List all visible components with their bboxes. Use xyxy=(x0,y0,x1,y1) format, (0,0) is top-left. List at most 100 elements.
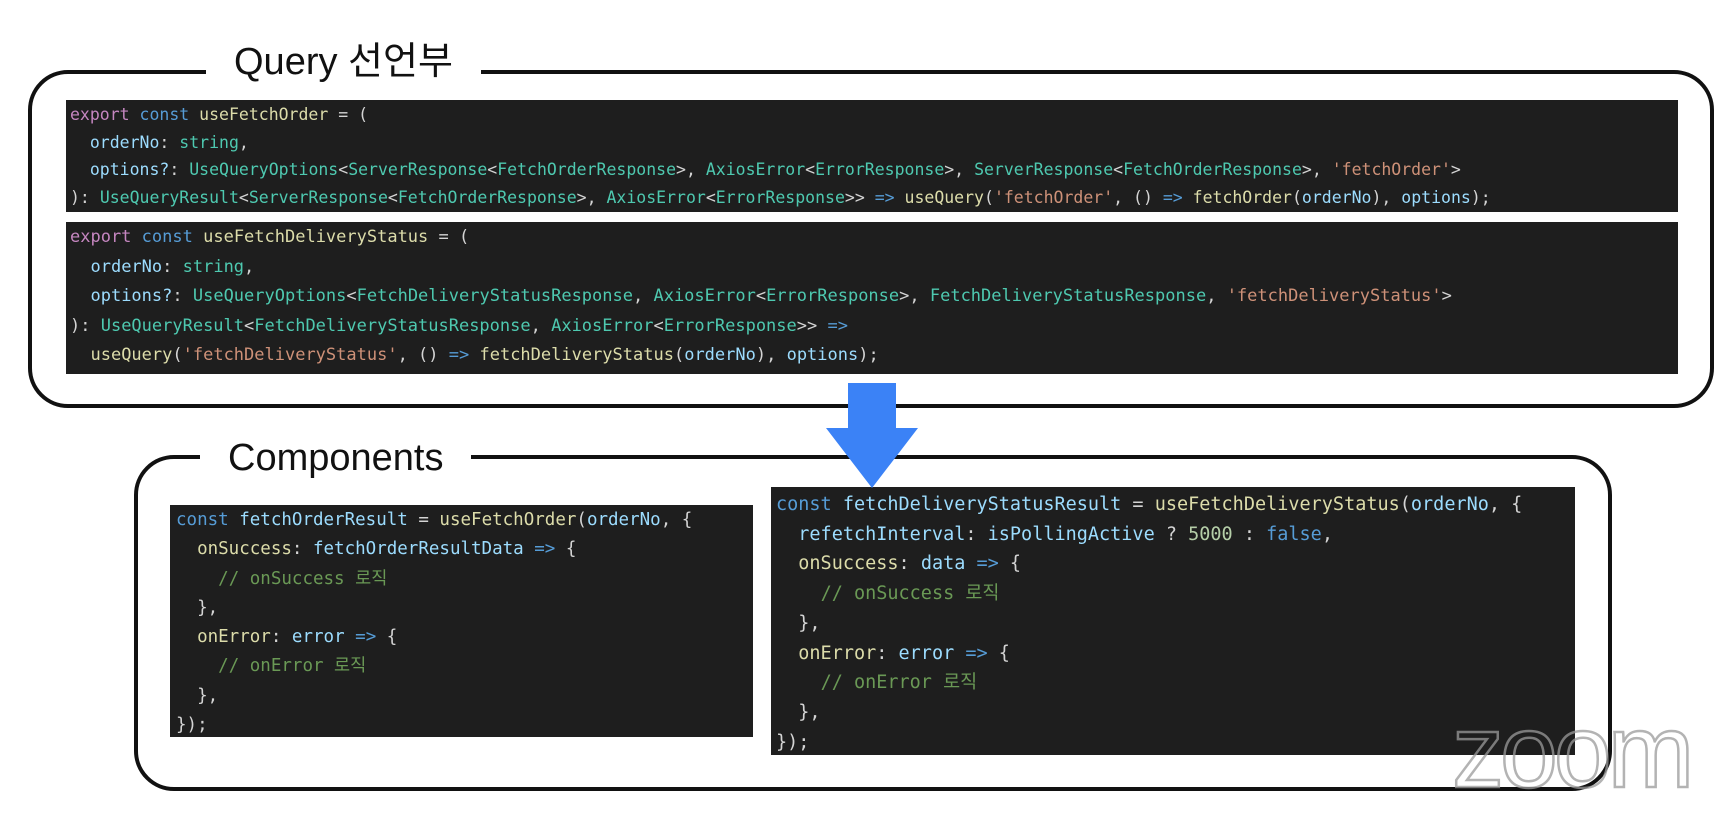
code-token: useFetchDeliveryStatus xyxy=(203,227,429,247)
code-token: ( xyxy=(576,510,587,530)
code-token xyxy=(776,524,798,545)
code-token: const xyxy=(139,105,190,124)
code-token: orderNo xyxy=(586,510,661,530)
code-token: useFetchDeliveryStatus xyxy=(1154,494,1400,515)
code-token xyxy=(776,553,798,574)
code-token xyxy=(70,345,90,365)
code-token: < xyxy=(338,160,349,179)
code-token xyxy=(1183,188,1193,207)
code-line: }, xyxy=(776,609,1575,639)
code-token: = ( xyxy=(428,227,470,247)
code-line: ): UseQueryResult<ServerResponse<FetchOr… xyxy=(70,184,1678,212)
code-line: onSuccess: data => { xyxy=(776,549,1575,579)
code-token: onError xyxy=(798,642,877,664)
code-token xyxy=(176,539,197,559)
code-token: => xyxy=(1162,187,1183,207)
code-token: { xyxy=(555,539,577,560)
code-token: // onSuccess 로직 xyxy=(820,583,1000,605)
code-token: , () xyxy=(397,345,449,365)
code-line: useQuery('fetchDeliveryStatus', () => fe… xyxy=(70,341,1678,371)
code-token: options xyxy=(786,345,859,365)
code-line: }); xyxy=(176,711,753,737)
code-line: onError: error => { xyxy=(176,623,753,652)
code-token: 'fetchDeliveryStatus' xyxy=(182,345,398,365)
code-token: => xyxy=(355,627,377,648)
code-token xyxy=(176,569,218,589)
code-token: >> xyxy=(796,315,828,336)
code-token: 5000 xyxy=(1188,523,1233,545)
code-token xyxy=(130,105,140,124)
components-section-title: Components xyxy=(200,436,472,480)
code-token: FetchOrderResponse xyxy=(397,187,577,207)
code-token: }, xyxy=(176,597,219,618)
code-token: : xyxy=(162,256,183,277)
code-token: fetchOrderResultData xyxy=(312,539,524,560)
code-token: false xyxy=(1266,523,1322,545)
code-token: ); xyxy=(1470,187,1491,207)
code-token: >, xyxy=(899,286,930,306)
code-token: >, xyxy=(1301,160,1332,179)
code-token: orderNo xyxy=(1410,494,1489,515)
code-token: AxiosError xyxy=(705,160,806,179)
code-token: fetchDeliveryStatusResult xyxy=(842,494,1122,515)
code-token: useFetchOrder xyxy=(199,105,329,124)
code-token: options? xyxy=(90,286,173,306)
zoom-watermark-logo: zoom xyxy=(1451,694,1696,810)
code-token: > xyxy=(1450,160,1461,179)
code-token: < xyxy=(238,187,249,207)
code-token: 'fetchOrder' xyxy=(1331,160,1451,179)
code-line: onError: error => { xyxy=(776,639,1575,669)
code-token: useQuery xyxy=(90,345,173,365)
code-token: }, xyxy=(776,612,821,634)
code-token: ( xyxy=(172,345,183,365)
code-token: >, xyxy=(676,160,706,179)
code-line: options?: UseQueryOptions<ServerResponse… xyxy=(70,156,1678,184)
code-token: // onSuccess 로직 xyxy=(218,568,388,589)
code-token: < xyxy=(805,160,816,179)
code-token: , { xyxy=(1488,494,1523,515)
code-line: // onSuccess 로직 xyxy=(176,565,753,594)
code-line: // onError 로직 xyxy=(176,652,753,681)
code-token: : xyxy=(159,132,180,152)
code-token: < xyxy=(705,187,716,207)
code-token: export xyxy=(70,227,132,247)
code-token: => xyxy=(448,345,470,365)
code-token: > xyxy=(1441,286,1452,306)
code-token: : xyxy=(169,160,190,179)
code-token: const xyxy=(776,494,832,515)
code-token: useFetchOrder xyxy=(439,510,577,530)
code-token: UseQueryResult xyxy=(99,187,239,207)
code-line: }, xyxy=(176,594,753,623)
code-token: FetchOrderResponse xyxy=(1123,160,1302,179)
code-token xyxy=(229,510,240,530)
code-line: const fetchOrderResult = useFetchOrder(o… xyxy=(176,506,753,535)
code-token: }, xyxy=(776,701,821,723)
code-line: }); xyxy=(776,728,1575,755)
code-token: < xyxy=(1113,160,1124,179)
code-token: , xyxy=(238,132,249,152)
code-line: // onSuccess 로직 xyxy=(776,579,1575,609)
code-token: options xyxy=(1401,187,1471,207)
code-token: data xyxy=(920,553,966,575)
code-token xyxy=(965,553,976,574)
code-token: , xyxy=(530,315,552,336)
code-token: : xyxy=(965,523,988,545)
code-token: < xyxy=(487,160,498,179)
code-token: FetchOrderResponse xyxy=(497,160,677,179)
code-token: ), xyxy=(1371,187,1402,207)
code-token: < xyxy=(653,315,664,336)
code-token: , xyxy=(244,256,255,277)
code-line: refetchInterval: isPollingActive ? 5000 … xyxy=(776,520,1575,550)
code-token: ( xyxy=(1399,494,1411,515)
code-line: const fetchDeliveryStatusResult = useFet… xyxy=(776,490,1575,520)
code-token xyxy=(70,160,90,179)
code-token: ( xyxy=(1291,187,1302,207)
code-token xyxy=(189,105,199,124)
code-token: , { xyxy=(660,510,693,530)
code-token: orderNo xyxy=(1301,187,1372,207)
code-token: isPollingActive xyxy=(987,523,1155,545)
code-token xyxy=(176,656,218,676)
code-token: const xyxy=(141,227,193,247)
query-section-title: Query 선언부 xyxy=(206,40,481,84)
code-token: : xyxy=(876,642,899,664)
